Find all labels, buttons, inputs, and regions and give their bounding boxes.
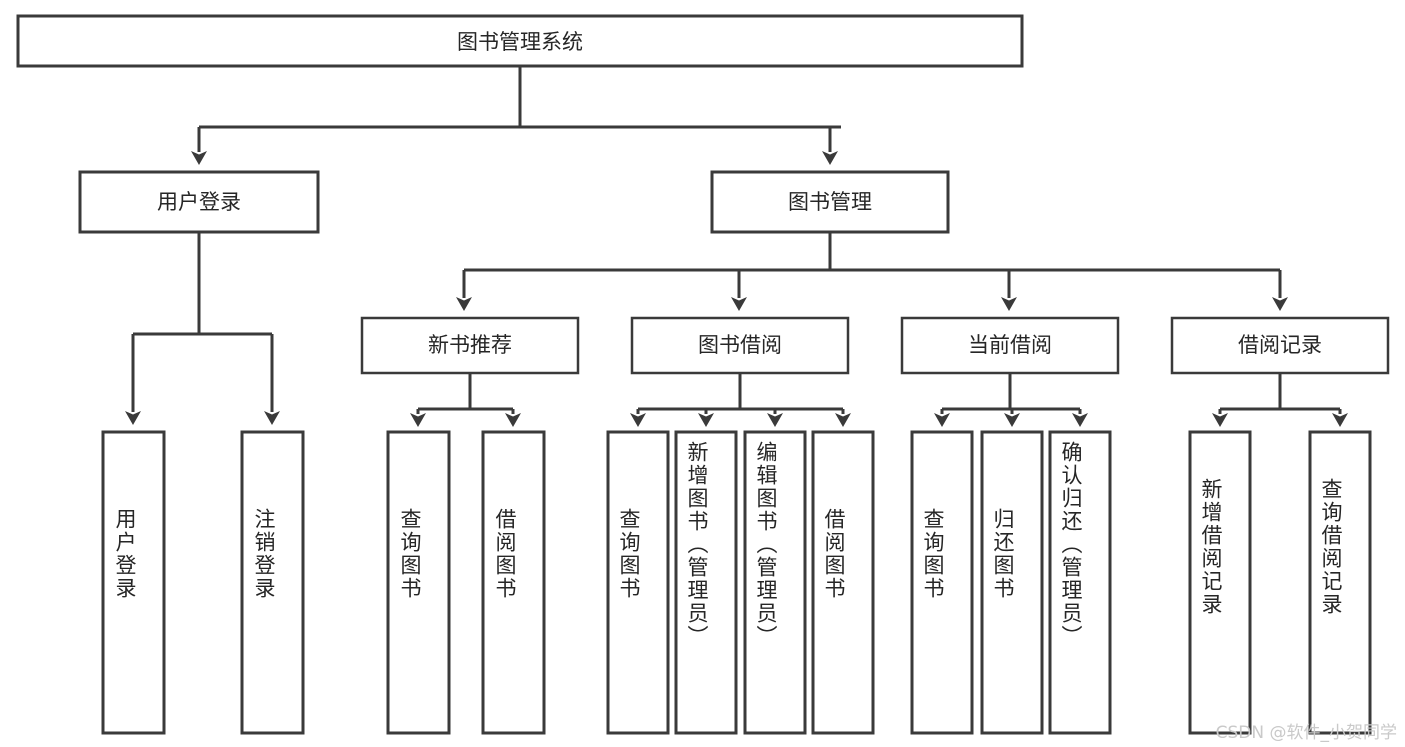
csdn-watermark: CSDN @软件_小贺同学 (1215, 723, 1397, 743)
leaf-box-user-login[interactable] (101, 430, 166, 735)
leaf-box-add-record[interactable] (1188, 430, 1252, 735)
connector-currentborrow-to-leaves (934, 373, 1088, 427)
leaf-box-edit-book[interactable] (743, 430, 807, 735)
node-current-borrow-label: 当前借阅 (968, 333, 1052, 357)
node-user-login[interactable]: 用户登录 (78, 170, 320, 234)
leaf-box-borrow-book-2[interactable] (811, 430, 875, 735)
connector-root-to-level2 (191, 66, 841, 165)
leaf-box-query-book-2[interactable] (606, 430, 670, 735)
connector-bookmanage-to-level3 (456, 232, 1288, 311)
leaf-box-confirm-return[interactable] (1048, 430, 1112, 735)
node-borrow-record-label: 借阅记录 (1238, 333, 1322, 357)
leaf-box-query-record[interactable] (1308, 430, 1372, 735)
connector-bookborrow-to-leaves (630, 373, 851, 427)
connector-userlogin-to-leaves (125, 232, 280, 425)
node-borrow-record[interactable]: 借阅记录 (1170, 316, 1390, 375)
node-user-login-label: 用户登录 (157, 190, 241, 214)
node-book-manage[interactable]: 图书管理 (710, 170, 950, 234)
leaf-box-query-book-3[interactable] (910, 430, 974, 735)
node-book-manage-label: 图书管理 (788, 190, 872, 214)
node-root-label: 图书管理系统 (457, 30, 583, 54)
connector-borrowrecord-to-leaves (1212, 373, 1348, 427)
leaf-box-add-book[interactable] (674, 430, 738, 735)
leaf-box-borrow-book-1[interactable] (481, 430, 546, 735)
node-root[interactable]: 图书管理系统 (16, 14, 1024, 68)
leaf-box-query-book-1[interactable] (386, 430, 451, 735)
node-current-borrow[interactable]: 当前借阅 (900, 316, 1120, 375)
leaf-box-return-book[interactable] (980, 430, 1044, 735)
connector-newbook-to-leaves (410, 373, 521, 427)
node-new-book-rec[interactable]: 新书推荐 (360, 316, 580, 375)
node-new-book-rec-label: 新书推荐 (428, 333, 512, 357)
node-book-borrow-label: 图书借阅 (698, 333, 782, 357)
leaf-box-user-logout[interactable] (240, 430, 305, 735)
node-book-borrow[interactable]: 图书借阅 (630, 316, 850, 375)
